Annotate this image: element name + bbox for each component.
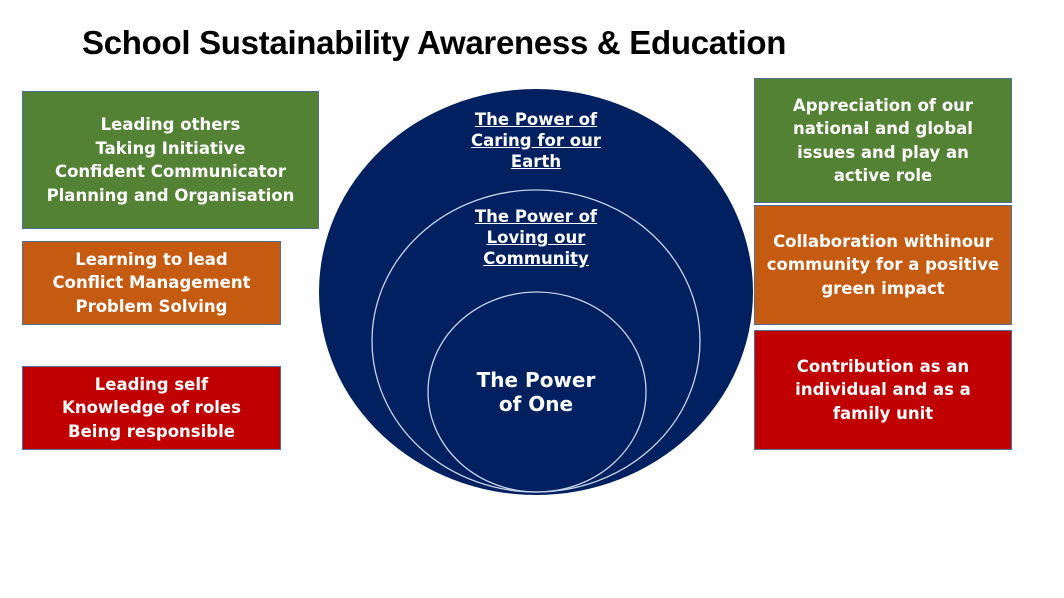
box-line: Problem Solving (75, 296, 228, 316)
box-line: green impact (821, 278, 945, 298)
box-line: Leading self (94, 374, 209, 394)
left-box-leading-others: Leading others Taking Initiative Confide… (22, 91, 319, 229)
outer-circle-label-line: Caring for our (471, 131, 601, 150)
left-box-learning-to-lead: Learning to lead Conflict Management Pro… (22, 241, 281, 325)
box-line: Being responsible (68, 421, 235, 441)
outer-circle-label: The Power of Caring for our Earth (436, 109, 636, 172)
box-line: active role (833, 166, 933, 185)
box-line: family unit (832, 403, 934, 423)
outer-circle-label-line: Earth (510, 152, 562, 171)
box-line: individual and as a (795, 380, 971, 400)
box-line: Knowledge of roles (62, 398, 241, 418)
box-line: Planning and Organisation (46, 185, 295, 205)
page-title: School Sustainability Awareness & Educat… (82, 24, 787, 61)
box-line: Leading others (100, 115, 241, 134)
box-line: Conflict Management (52, 273, 251, 293)
box-line: Contribution as an (796, 356, 970, 376)
box-line: Learning to lead (75, 249, 228, 269)
box-line: Taking Initiative (95, 138, 246, 158)
middle-circle-label-line: Loving our (486, 228, 586, 247)
right-box-contribution: Contribution as an individual and as a f… (754, 330, 1012, 450)
left-box-leading-self: Leading self Knowledge of roles Being re… (22, 366, 281, 450)
right-box-appreciation: Appreciation of our national and global … (754, 78, 1012, 203)
box-line: national and global (793, 119, 973, 138)
inner-circle-one (427, 291, 647, 493)
box-line: Appreciation of our (792, 95, 974, 115)
box-line: Confident Communicator (54, 162, 287, 181)
box-line: issues and play an (797, 142, 969, 162)
inner-circle-label-line: The Power (476, 368, 596, 392)
inner-circle-label: The Power of One (436, 368, 636, 416)
middle-circle-label-line: The Power of (474, 207, 598, 226)
right-box-collaboration: Collaboration withinour community for a … (754, 205, 1012, 325)
middle-circle-label: The Power of Loving our Community (436, 206, 636, 269)
box-line: Collaboration withinour (773, 231, 993, 251)
inner-circle-label-line: of One (498, 392, 574, 416)
box-line: community for a positive (766, 255, 1000, 275)
middle-circle-label-line: Community (483, 249, 589, 268)
outer-circle-label-line: The Power of (474, 110, 598, 129)
